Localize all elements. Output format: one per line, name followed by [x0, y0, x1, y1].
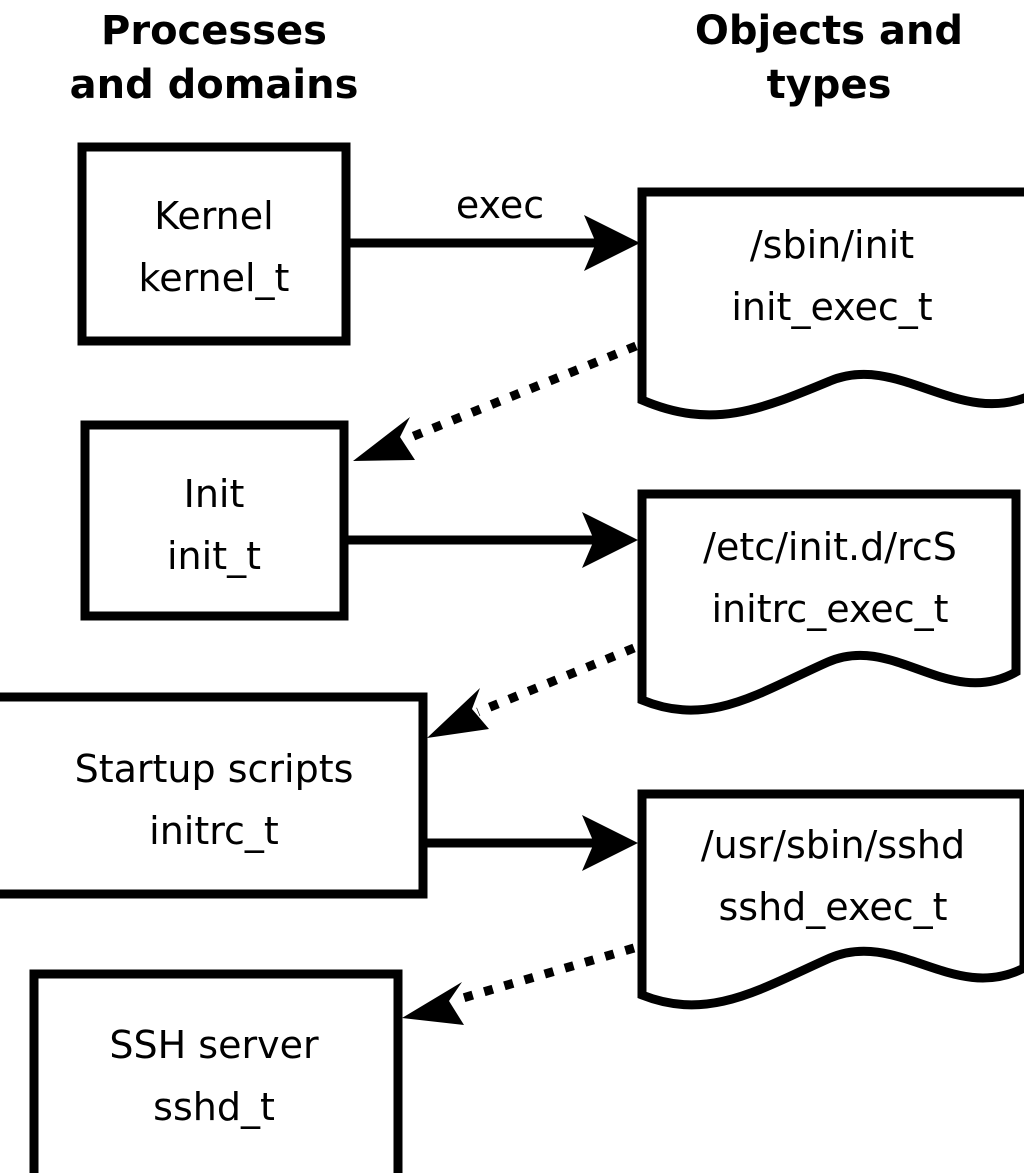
- arrowhead-sshd-transition: [402, 982, 464, 1025]
- arrowhead-kernel-exec: [584, 215, 640, 271]
- column-header-processes-line2: and domains: [70, 62, 359, 108]
- edge-sshd-exec-transition-sshd: [402, 943, 636, 1025]
- column-header-processes-line1: Processes: [101, 8, 327, 54]
- process-node-initrc-box[interactable]: [0, 692, 428, 899]
- edge-kernel-exec-init-exec: exec: [350, 183, 640, 271]
- process-node-kernel-box[interactable]: [77, 142, 351, 346]
- process-node-sshd-line1: SSH server: [109, 1023, 319, 1067]
- object-node-initrc-exec-line2: initrc_exec_t: [712, 587, 949, 631]
- process-node-init-line1: Init: [184, 472, 245, 516]
- object-node-sshd-exec-line1: /usr/sbin/sshd: [701, 823, 965, 867]
- object-node-sshd-exec-document[interactable]: [637, 789, 1024, 1010]
- object-node-sshd-exec-line2: sshd_exec_t: [718, 885, 947, 929]
- edge-line-initrc-transition: [476, 643, 636, 717]
- process-node-init-line2: init_t: [167, 534, 261, 578]
- process-node-kernel-line2: kernel_t: [139, 256, 290, 300]
- process-node-kernel-line1: Kernel: [154, 194, 273, 238]
- process-node-sshd[interactable]: SSH server sshd_t: [29, 969, 403, 1173]
- process-node-sshd-line2: sshd_t: [153, 1085, 275, 1129]
- object-node-initrc-exec-document[interactable]: [637, 489, 1021, 715]
- object-node-init-exec-line1: /sbin/init: [750, 223, 914, 267]
- process-node-kernel[interactable]: Kernel kernel_t: [77, 142, 351, 346]
- edge-initrc-exec-transition-initrc: [427, 643, 636, 738]
- column-header-objects-line2: types: [767, 62, 892, 108]
- edge-init-exec-initrc-exec: [348, 512, 638, 568]
- arrowhead-init-exec: [582, 512, 638, 568]
- process-node-init-box[interactable]: [80, 420, 349, 621]
- edge-initrc-exec-sshd-exec: [427, 815, 638, 871]
- object-node-sshd-exec[interactable]: /usr/sbin/sshd sshd_exec_t: [637, 789, 1024, 1010]
- process-node-initrc[interactable]: Startup scripts initrc_t: [0, 692, 428, 899]
- object-node-init-exec-line2: init_exec_t: [731, 285, 932, 329]
- object-node-initrc-exec[interactable]: /etc/init.d/rcS initrc_exec_t: [637, 489, 1021, 715]
- arrowhead-initrc-exec: [582, 815, 638, 871]
- edge-init-exec-transition-init: [353, 341, 638, 461]
- object-node-init-exec-document[interactable]: [637, 187, 1024, 420]
- column-header-objects-line1: Objects and: [695, 8, 963, 54]
- process-node-init[interactable]: Init init_t: [80, 420, 349, 621]
- object-node-init-exec[interactable]: /sbin/init init_exec_t: [637, 187, 1024, 420]
- edge-label-exec: exec: [456, 183, 544, 227]
- object-node-initrc-exec-line1: /etc/init.d/rcS: [703, 525, 957, 569]
- process-node-initrc-line1: Startup scripts: [75, 747, 354, 791]
- process-node-initrc-line2: initrc_t: [149, 809, 279, 853]
- process-node-sshd-box[interactable]: [29, 969, 403, 1173]
- arrowhead-initrc-transition: [427, 688, 489, 738]
- column-header-objects: Objects and types: [695, 8, 963, 108]
- column-header-processes: Processes and domains: [70, 8, 359, 108]
- edge-line-sshd-transition: [454, 943, 636, 1005]
- arrowhead-init-transition: [353, 417, 415, 461]
